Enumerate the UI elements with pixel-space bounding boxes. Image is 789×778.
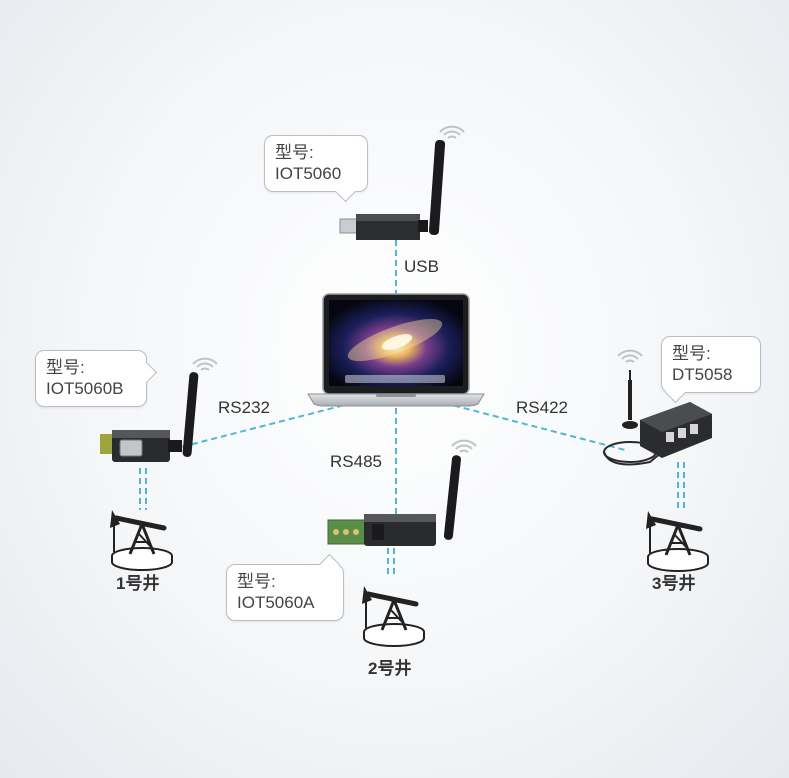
oil-well-icon-2 bbox=[362, 586, 424, 646]
model-value: DT5058 bbox=[672, 365, 733, 384]
model-value: IOT5060 bbox=[275, 164, 342, 183]
rs232-adapter-iot5060b bbox=[100, 357, 218, 462]
model-bubble-iot5060a: 型号: IOT5060A bbox=[226, 553, 344, 621]
interface-label-rs422: RS422 bbox=[516, 398, 568, 417]
model-label: 型号: bbox=[237, 572, 276, 591]
well-label-3: 3号井 bbox=[652, 574, 696, 593]
model-value: IOT5060B bbox=[46, 379, 124, 398]
rs422-link bbox=[424, 397, 626, 451]
model-label: 型号: bbox=[46, 358, 85, 377]
well-label-2: 2号井 bbox=[368, 659, 412, 678]
model-bubble-dt5058: 型号: DT5058 bbox=[661, 336, 761, 404]
well-label-1: 1号井 bbox=[116, 574, 160, 593]
oil-well-icon-1 bbox=[110, 510, 172, 570]
interface-label-rs232: RS232 bbox=[218, 398, 270, 417]
model-label: 型号: bbox=[275, 143, 314, 162]
interface-label-rs485: RS485 bbox=[330, 452, 382, 471]
usb-dongle-iot5060 bbox=[339, 125, 465, 240]
laptop bbox=[307, 293, 485, 407]
model-bubble-iot5060: 型号: IOT5060 bbox=[264, 135, 368, 203]
rs485-adapter-iot5060a bbox=[327, 439, 477, 546]
interface-label-usb: USB bbox=[404, 257, 439, 276]
oil-well-icon-3 bbox=[646, 511, 708, 571]
model-label: 型号: bbox=[672, 344, 711, 363]
rs422-terminal-dt5058 bbox=[603, 349, 712, 466]
model-bubble-iot5060b: 型号: IOT5060B bbox=[35, 350, 158, 407]
model-value: IOT5060A bbox=[237, 593, 315, 612]
